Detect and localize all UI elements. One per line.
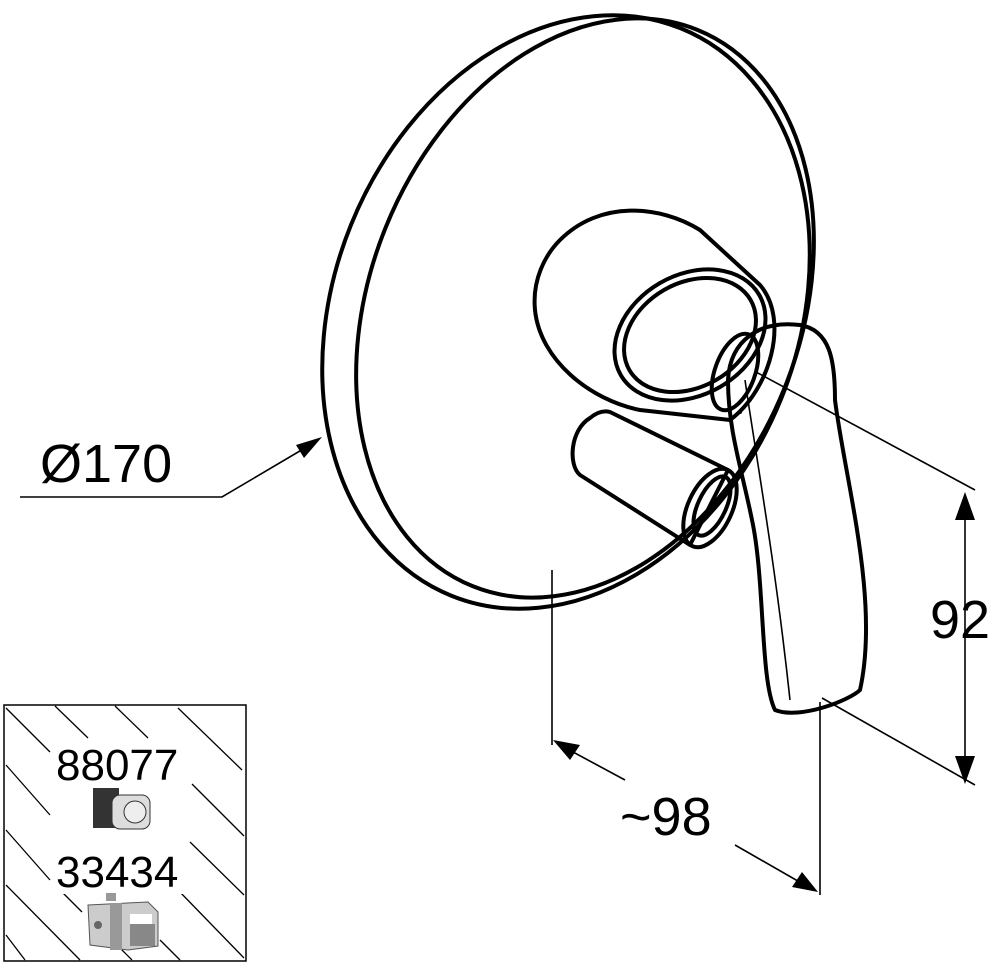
lever-handle — [709, 322, 869, 715]
valve-body — [532, 208, 777, 422]
wall-plate — [320, 13, 816, 611]
component-code-88077: 88077 — [56, 741, 178, 790]
height-label: 92 — [930, 590, 990, 650]
depth-label: ~98 — [620, 787, 712, 847]
height-dimension: 92 — [755, 371, 990, 786]
installation-box-icon — [87, 893, 159, 951]
component-code-33434: 33434 — [56, 848, 178, 897]
concealed-body-icon — [93, 788, 151, 830]
diverter-knob — [570, 409, 739, 550]
required-components-inset: 88077 33434 — [3, 704, 247, 962]
diameter-dimension: Ø170 — [20, 434, 322, 498]
diameter-label: Ø170 — [40, 434, 172, 494]
depth-dimension: ~98 — [551, 570, 821, 895]
